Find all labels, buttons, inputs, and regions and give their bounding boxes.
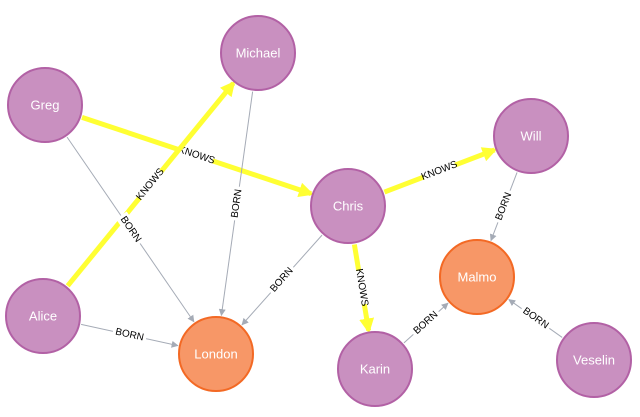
edge-label-background	[491, 188, 516, 225]
edge-label-background	[352, 269, 372, 306]
edge-label-background	[421, 158, 458, 183]
edge-label-group: BORN	[227, 185, 246, 222]
node-veselin[interactable]: Veselin	[556, 322, 632, 398]
node-label: Veselin	[573, 353, 615, 368]
node-label: Alice	[29, 309, 57, 324]
edge-label-group: BORN	[518, 302, 554, 334]
edge-label-group: KNOWS	[352, 268, 372, 307]
edge-label-background	[227, 185, 246, 222]
node-malmo[interactable]: Malmo	[439, 239, 515, 315]
edge-label-background	[115, 211, 146, 247]
node-karin[interactable]: Karin	[337, 331, 413, 407]
edge-label-group: BORN	[408, 306, 443, 339]
edge-label-background	[408, 306, 443, 339]
edge-greg-london[interactable]: BORN	[66, 136, 195, 323]
edge-will-malmo[interactable]: BORN	[489, 172, 518, 242]
edge-label-group: BORN	[491, 188, 516, 225]
node-circle	[7, 67, 83, 143]
node-circle	[5, 278, 81, 354]
edge-label-background	[178, 143, 215, 167]
edge-karin-malmo[interactable]: BORN	[403, 302, 449, 344]
edge-chris-will[interactable]: KNOWS	[383, 147, 498, 195]
edge-label-background	[134, 166, 166, 202]
node-label: Michael	[236, 46, 281, 61]
node-london[interactable]: London	[178, 316, 254, 392]
node-circle	[220, 15, 296, 91]
edge-label: KNOWS	[420, 159, 460, 183]
node-label: Chris	[333, 199, 364, 214]
node-label: Malmo	[457, 270, 496, 285]
edge-alice-michael[interactable]: KNOWS	[65, 80, 236, 288]
node-chris[interactable]: Chris	[310, 168, 386, 244]
node-alice[interactable]: Alice	[5, 278, 81, 354]
edge-michael-london[interactable]: BORN	[218, 91, 254, 317]
edge-veselin-malmo[interactable]: BORN	[508, 299, 563, 338]
edge-label-group: BORN	[115, 211, 146, 247]
edge-label-group: BORN	[111, 324, 148, 345]
node-label: Karin	[360, 362, 390, 377]
edge-label-group: KNOWS	[420, 158, 460, 183]
node-will[interactable]: Will	[493, 98, 569, 174]
node-circle	[337, 331, 413, 407]
edge-label: BORN	[230, 188, 245, 218]
edge-chris-london[interactable]: BORN	[241, 234, 323, 326]
edge-label-background	[111, 324, 148, 345]
node-circle	[178, 316, 254, 392]
node-circle	[310, 168, 386, 244]
edge-label: KNOWS	[134, 166, 167, 202]
edge-chris-karin[interactable]: KNOWS	[351, 244, 375, 334]
node-label: Will	[521, 129, 542, 144]
edge-label: BORN	[521, 306, 551, 332]
node-label: London	[194, 347, 237, 362]
edge-label-background	[518, 302, 554, 334]
node-circle	[556, 322, 632, 398]
edge-label-group: KNOWS	[134, 166, 167, 202]
node-michael[interactable]: Michael	[220, 15, 296, 91]
node-greg[interactable]: Greg	[7, 67, 83, 143]
node-label: Greg	[31, 98, 60, 113]
edge-label-background	[265, 262, 298, 297]
edge-alice-london[interactable]: BORN	[80, 323, 179, 348]
node-circle	[439, 239, 515, 315]
node-circle	[493, 98, 569, 174]
edge-label-group: BORN	[265, 262, 298, 297]
